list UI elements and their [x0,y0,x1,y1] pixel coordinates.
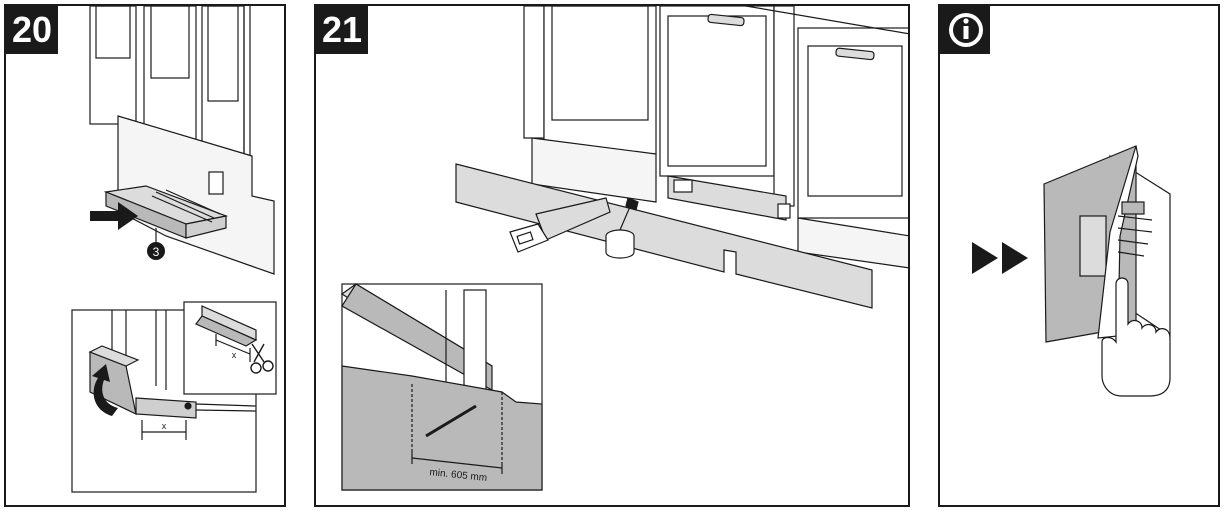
info-panel [938,4,1220,507]
scissors-icon [250,343,274,374]
callout-circle [147,242,165,260]
manual-icon [1043,145,1171,343]
info-illustration [940,6,1171,397]
cut-detail [183,301,277,395]
step-20-panel: 20 [4,4,286,507]
paint-pot-icon [605,197,639,259]
saw-icon [509,197,611,253]
plinth-foot [103,171,229,239]
fast-forward-icon [972,242,1028,274]
step-20-illustration: 3 x x [71,6,277,493]
push-arrow-icon [90,202,138,230]
callout-number: 3 [153,245,160,259]
inset-detail-605 [340,283,543,491]
step-21-panel: 21 [314,4,910,507]
lift-arrow-icon [92,364,118,416]
cabinet-right [745,6,908,269]
cabinet-left [523,6,657,203]
info-icon [949,13,983,47]
step-21-illustration: min. 605 mm [340,6,908,491]
step-number-21: 21 [316,6,369,54]
dimension-x-lower: x [162,421,167,431]
step-number-20: 20 [6,6,59,54]
appliance-door [659,6,795,221]
dimension-x-upper: x [232,350,237,360]
hand-pointer-icon [1101,277,1171,397]
